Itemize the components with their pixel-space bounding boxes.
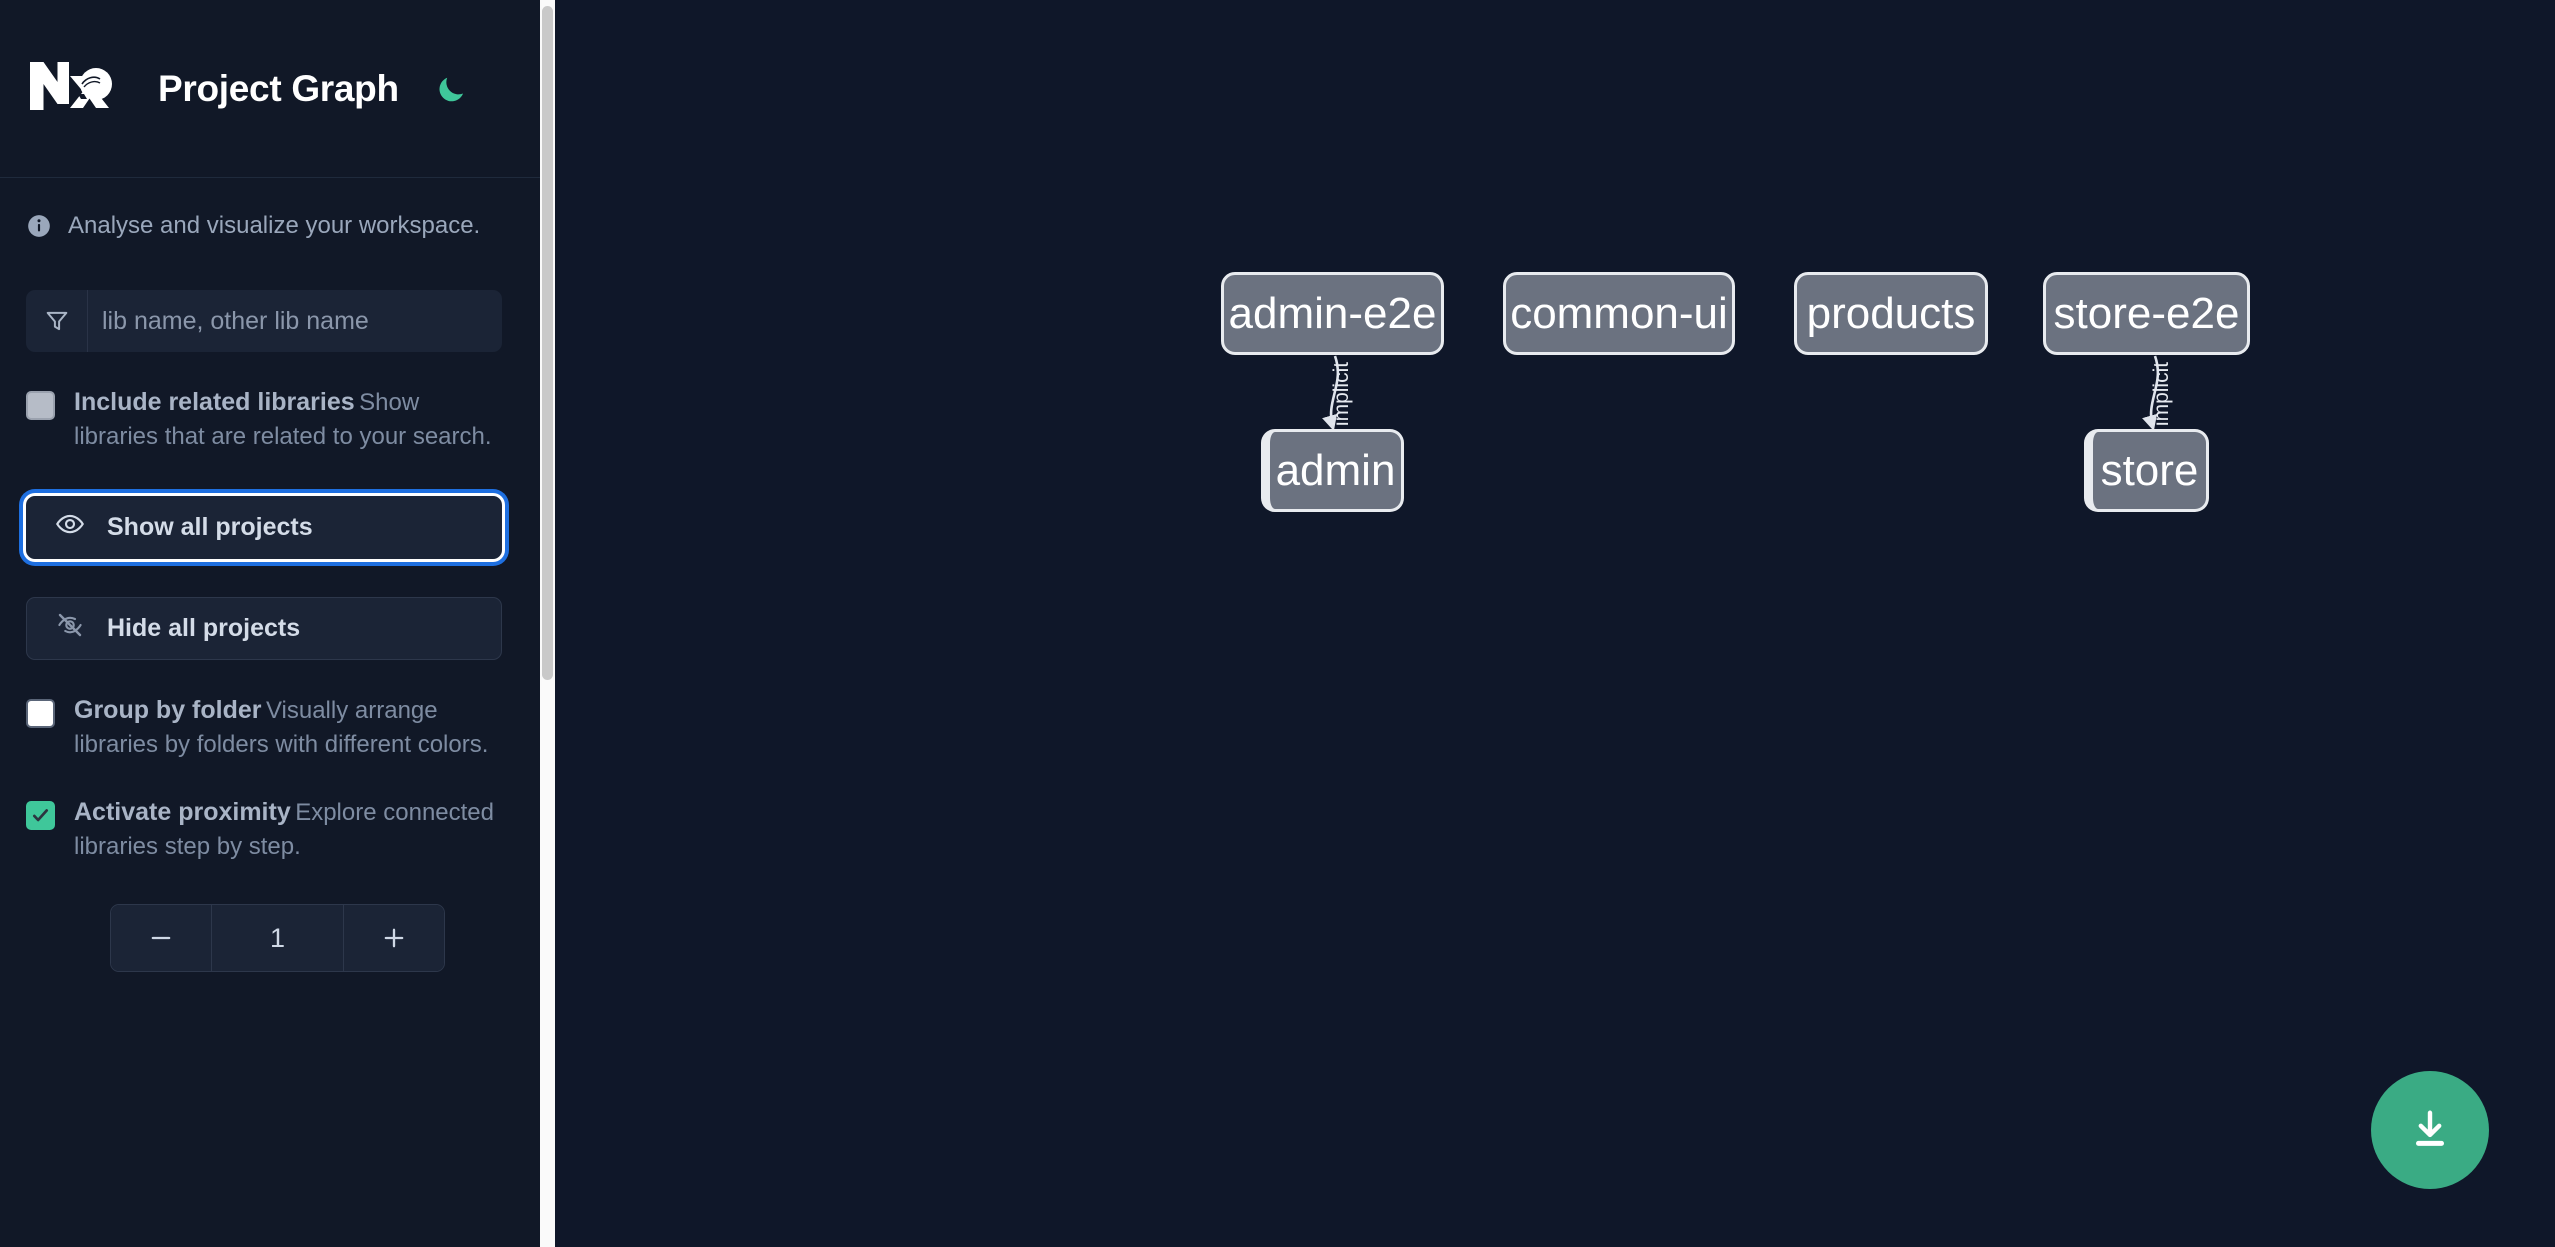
page-title: Project Graph — [158, 67, 399, 109]
proximity-decrement-button[interactable] — [111, 905, 211, 972]
activate-proximity-checkbox[interactable] — [26, 801, 55, 831]
minus-icon — [151, 937, 171, 940]
download-graph-button[interactable] — [2371, 1071, 2489, 1189]
show-all-projects-label: Show all projects — [107, 513, 313, 542]
graph-node-common-ui[interactable]: common-ui — [1503, 272, 1735, 355]
visibility-button-group: Show all projects Hide all projects — [0, 496, 540, 661]
download-icon — [2416, 1110, 2444, 1146]
option-text: Group by folder Visually arrange librari… — [74, 694, 502, 762]
option-label: Activate proximity — [74, 798, 291, 827]
hide-all-projects-label: Hide all projects — [107, 614, 301, 643]
sidebar: Project Graph Analyse and visualize your… — [0, 0, 555, 1247]
nx-logo-icon — [26, 58, 122, 120]
hide-all-projects-button[interactable]: Hide all projects — [26, 597, 502, 661]
proximity-stepper: 1 — [110, 904, 445, 973]
option-text: Activate proximity Explore connected lib… — [74, 796, 502, 864]
sidebar-header: Project Graph — [0, 0, 540, 178]
graph-canvas[interactable]: implicit implicit admin-e2e common-ui pr… — [555, 0, 2555, 1247]
moon-icon[interactable] — [429, 67, 473, 111]
include-related-libraries-checkbox[interactable] — [26, 391, 55, 420]
plus-icon — [384, 929, 404, 948]
sidebar-scrollbar[interactable] — [540, 0, 555, 1247]
option-group-by-folder[interactable]: Group by folder Visually arrange librari… — [0, 694, 540, 762]
option-activate-proximity[interactable]: Activate proximity Explore connected lib… — [0, 796, 540, 864]
edge-label-implicit: implicit — [1330, 361, 1353, 427]
option-text: Include related libraries Show libraries… — [74, 386, 502, 454]
graph-edges — [1322, 355, 2160, 432]
sidebar-scrollbar-thumb[interactable] — [542, 6, 553, 680]
proximity-increment-button[interactable] — [344, 905, 444, 972]
workspace-note-text: Analyse and visualize your workspace. — [68, 212, 481, 239]
group-by-folder-checkbox[interactable] — [26, 699, 55, 729]
show-all-projects-button[interactable]: Show all projects — [26, 496, 502, 560]
graph-node-store[interactable]: store — [2084, 429, 2209, 512]
search-field[interactable] — [26, 290, 502, 352]
option-label: Include related libraries — [74, 388, 355, 416]
workspace-note: Analyse and visualize your workspace. — [0, 178, 540, 272]
graph-node-store-e2e[interactable]: store-e2e — [2043, 272, 2250, 355]
graph-node-admin-e2e[interactable]: admin-e2e — [1221, 272, 1444, 355]
filter-funnel-icon — [26, 290, 88, 352]
option-description: Visually arrange libraries by folders wi… — [74, 697, 489, 759]
graph-node-admin[interactable]: admin — [1261, 429, 1404, 512]
eye-icon — [55, 509, 85, 546]
sidebar-scroll-content: Project Graph Analyse and visualize your… — [0, 0, 555, 1247]
edge-label-implicit: implicit — [2150, 361, 2173, 427]
option-description: Explore connected libraries step by step… — [74, 799, 494, 861]
option-description: Show libraries that are related to your … — [74, 389, 492, 451]
option-include-related-libraries[interactable]: Include related libraries Show libraries… — [0, 386, 540, 454]
search-input[interactable] — [88, 290, 502, 352]
graph-node-products[interactable]: products — [1794, 272, 1988, 355]
proximity-value: 1 — [211, 905, 344, 972]
eye-slash-icon — [55, 610, 85, 647]
checkmark-icon — [32, 809, 49, 822]
option-label: Group by folder — [74, 696, 262, 725]
info-circle-icon — [26, 213, 52, 239]
